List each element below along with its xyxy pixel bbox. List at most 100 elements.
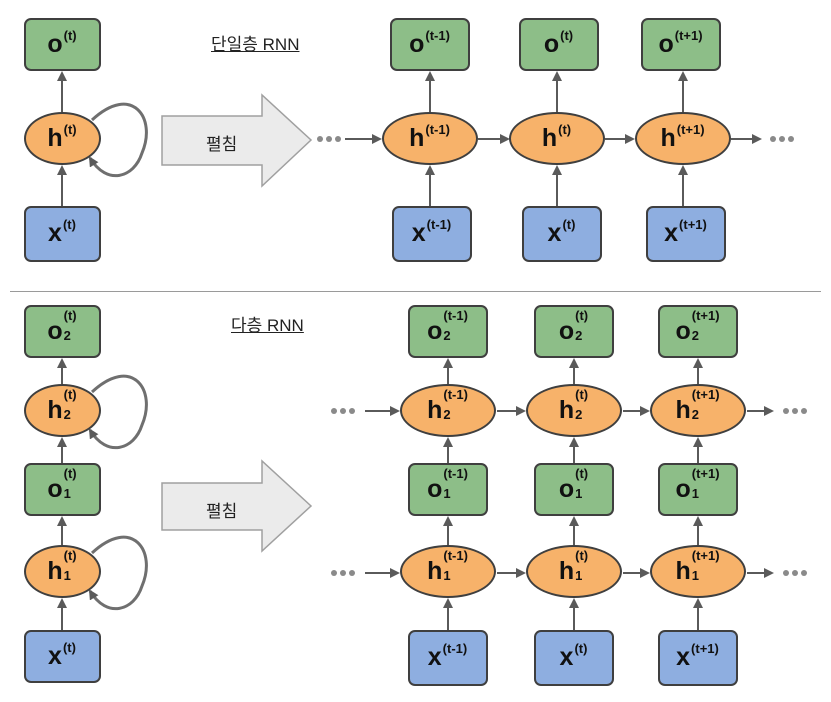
folded-hidden-node: h(t) (24, 112, 101, 165)
ml-output1-node-2-superscript: (t) (575, 466, 589, 481)
folded-output-node: o(t) (24, 18, 101, 71)
ml-output1-node-2-label: o(t)1 (536, 465, 611, 513)
ml-hidden2-node-2-label: h(t)2 (528, 386, 619, 434)
ml-output1-node-3-symbol: o (675, 474, 691, 503)
unrolled-input-node-2-scripts: (t) (562, 218, 575, 240)
ml-output1-node-3-superscript: (t+1) (691, 466, 720, 481)
unrolled-hidden-node-1: h(t-1) (382, 112, 478, 165)
ml-output2-node-2-scripts: (t)2 (575, 309, 588, 344)
top-right-continuation-dot (770, 136, 776, 142)
folded-output2-node-superscript: (t) (63, 308, 77, 323)
ml-output2-node-3-superscript: (t+1) (691, 308, 720, 323)
unfold-label-top: 펼침 (206, 135, 238, 154)
unrolled-hidden-node-2: h(t) (509, 112, 605, 165)
ml-input-node-2-label: x(t) (536, 632, 611, 683)
unrolled-hidden-node-3-scripts: (t+1) (677, 123, 705, 145)
unrolled-input-node-1-superscript: (t-1) (426, 217, 452, 232)
folded-input-node-label: x(t) (26, 208, 98, 259)
ml-input-node-1: x(t-1) (408, 630, 488, 686)
unrolled-hidden-node-1-scripts: (t-1) (425, 123, 450, 145)
ml-output2-node-3-symbol: o (675, 316, 691, 345)
ml-input-node-1-scripts: (t-1) (443, 642, 468, 664)
ml-output2-node-1-label: o(t-1)2 (410, 307, 485, 355)
ml-input-node-2-symbol: x (559, 643, 574, 671)
unrolled-input-node-3-scripts: (t+1) (679, 218, 707, 240)
ml-hidden1-node-2: h(t)1 (526, 545, 622, 598)
ml-hidden2-node-3-symbol: h (675, 395, 691, 424)
folded-input-node-superscript: (t) (62, 217, 76, 232)
continuation-dots (317, 136, 807, 576)
unfold-arrow-bottom (161, 459, 313, 553)
ml-hidden1-node-3-superscript: (t+1) (691, 548, 720, 563)
unrolled-output-node-1-symbol: o (409, 29, 425, 58)
ml-hidden2-node-2-scripts: (t)2 (575, 388, 588, 423)
unrolled-hidden-node-2-label: h(t) (511, 114, 602, 162)
ml-left-continuation-1-dot (340, 570, 346, 576)
ml-hidden2-node-1-subscript: 2 (443, 407, 451, 422)
folded-hidden2-node-subscript: 2 (63, 407, 71, 422)
ml-output2-node-1-symbol: o (427, 316, 443, 345)
ml-output1-node-2: o(t)1 (534, 463, 614, 516)
connection-arrows (57, 71, 774, 630)
ml-output1-node-1-superscript: (t-1) (443, 466, 468, 481)
ml-hidden2-node-3-subscript: 2 (691, 407, 699, 422)
multi-layer-title: 다층 RNN (231, 316, 304, 335)
ml-right-continuation-1-dot (783, 570, 789, 576)
ml-left-continuation-1-dot (349, 570, 355, 576)
folded-hidden-node-label: h(t) (26, 114, 98, 162)
ml-hidden2-node-3-superscript: (t+1) (691, 387, 720, 402)
top-left-continuation-dot (335, 136, 341, 142)
ml-hidden2-node-3: h(t+1) 2 (650, 384, 746, 437)
ml-right-continuation-2-dot (783, 408, 789, 414)
ml-input-node-1-superscript: (t-1) (442, 641, 468, 656)
loop-folded-hidden (88, 102, 148, 178)
unrolled-output-node-2-superscript: (t) (560, 27, 574, 43)
folded-output1-node-symbol: o (47, 474, 63, 503)
ml-left-continuation-1-dot (331, 570, 337, 576)
unfold-arrow-top (161, 93, 313, 188)
ml-hidden2-node-1-symbol: h (427, 395, 443, 424)
ml-left-continuation-2-dot (349, 408, 355, 414)
folded-hidden1-node-scripts: (t)1 (64, 549, 77, 584)
ml-hidden2-node-3-scripts: (t+1) 2 (691, 388, 720, 423)
ml-input-node-3-symbol: x (676, 643, 691, 671)
folded-input-node-ml-scripts: (t) (63, 641, 76, 663)
ml-output2-node-3: o(t+1)2 (658, 305, 738, 358)
folded-input-node-ml-symbol: x (48, 641, 62, 670)
folded-hidden-node-scripts: (t) (64, 123, 77, 145)
ml-input-node-1-symbol: x (427, 643, 442, 671)
ml-hidden1-node-1-symbol: h (427, 556, 443, 585)
ml-output2-node-1-scripts: (t-1)2 (443, 309, 468, 344)
ml-input-node-1-label: x(t-1) (410, 632, 485, 683)
folded-hidden-node-symbol: h (47, 123, 63, 152)
unrolled-hidden-node-2-symbol: h (541, 123, 558, 152)
ml-right-continuation-2-dot (801, 408, 807, 414)
ml-output1-node-1: o(t-1)1 (408, 463, 488, 516)
single-layer-title: 단일층 RNN (211, 35, 300, 54)
ml-output2-node-1: o(t-1)2 (408, 305, 488, 358)
ml-output1-node-1-label: o(t-1)1 (410, 465, 485, 513)
ml-output1-node-3-label: o(t+1) 1 (660, 465, 735, 513)
ml-output2-node-2-superscript: (t) (575, 308, 589, 323)
ml-output1-node-3-subscript: 1 (691, 486, 699, 501)
ml-hidden1-node-2-label: h(t)1 (528, 547, 619, 595)
folded-output2-node: o(t)2 (24, 305, 101, 358)
folded-output-node-symbol: o (47, 29, 63, 58)
unrolled-output-node-2: o(t) (519, 18, 599, 71)
unrolled-output-node-2-scripts: (t) (560, 29, 573, 51)
unrolled-output-node-3-symbol: o (658, 29, 674, 58)
ml-hidden1-node-1-superscript: (t-1) (443, 548, 468, 563)
ml-hidden2-node-2-subscript: 2 (575, 407, 583, 422)
folded-hidden1-node-label: h(t)1 (26, 547, 98, 595)
unrolled-input-node-2-symbol: x (547, 219, 562, 247)
unrolled-input-node-3-label: x(t+1) (648, 208, 723, 259)
folded-output2-node-scripts: (t)2 (64, 309, 77, 344)
unrolled-hidden-node-3: h(t+1) (635, 112, 731, 165)
unrolled-hidden-node-1-symbol: h (409, 123, 425, 152)
ml-right-continuation-2-dot (792, 408, 798, 414)
unrolled-input-node-1-label: x(t-1) (394, 208, 469, 259)
folded-output1-node-superscript: (t) (63, 466, 77, 481)
unrolled-input-node-1-scripts: (t-1) (427, 218, 452, 240)
ml-hidden2-node-1: h(t-1)2 (400, 384, 496, 437)
loop-folded-hidden1 (88, 535, 148, 611)
